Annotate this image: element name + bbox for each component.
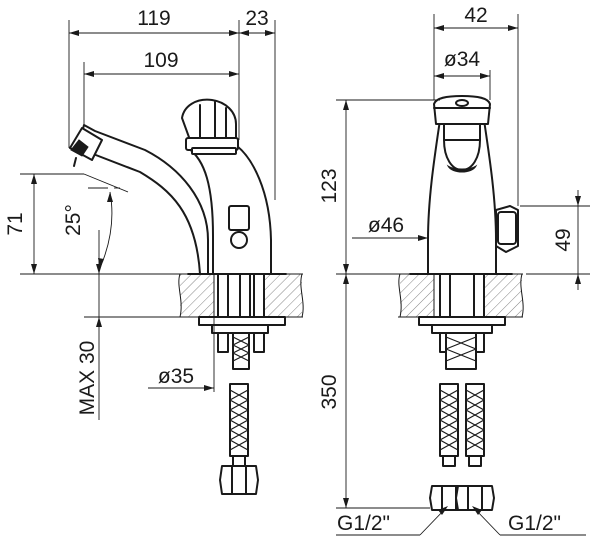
dim-handle-offset: 23: [239, 7, 275, 36]
dim-total-length: 119: [68, 7, 276, 200]
dim-hole-diameter: ø35: [148, 317, 215, 392]
faucet-body-side: [69, 98, 287, 275]
dim-hole-diameter-label: ø35: [158, 365, 194, 388]
dim-depth: 42: [433, 4, 519, 206]
dim-max-deck: MAX 30: [76, 230, 214, 420]
dim-button-height-label: 49: [552, 228, 575, 251]
dim-base-diameter: ø46: [352, 214, 428, 241]
connection-left-label: G1/2": [337, 512, 390, 535]
spout-centerline: [20, 173, 180, 275]
tailpieces-side: [198, 273, 286, 495]
connection-right-label: G1/2": [508, 512, 561, 535]
dim-total-length-label: 119: [137, 7, 170, 30]
dim-spout-height: 71: [4, 174, 37, 274]
dim-body-height-label: 123: [318, 168, 341, 203]
dim-depth-label: 42: [464, 4, 487, 27]
dim-spout-reach: 109: [83, 49, 239, 126]
dim-head-diameter: ø34: [434, 48, 491, 100]
connection-callouts: G1/2" G1/2": [336, 506, 586, 536]
dim-handle-offset-label: 23: [245, 7, 268, 30]
countertop-section-front: [398, 273, 524, 318]
front-view: 42 ø34 123 ø46: [318, 4, 590, 536]
side-view: 119 23 109 71: [4, 7, 304, 495]
dim-button-height: 49: [520, 190, 590, 290]
dim-spout-height-label: 71: [4, 212, 27, 235]
dim-max-deck-label: MAX 30: [76, 341, 99, 416]
dim-body-height: 123: [318, 99, 440, 275]
faucet-body-front: [409, 95, 519, 275]
dim-spout-angle-label: 25°: [62, 204, 85, 236]
dim-hose-length: 350: [318, 274, 430, 509]
dim-hose-length-label: 350: [318, 374, 341, 409]
dim-base-diameter-label: ø46: [368, 214, 404, 237]
dim-head-diameter-label: ø34: [444, 48, 481, 71]
dim-spout-reach-label: 109: [143, 49, 178, 72]
tailpieces-front: [418, 273, 506, 511]
